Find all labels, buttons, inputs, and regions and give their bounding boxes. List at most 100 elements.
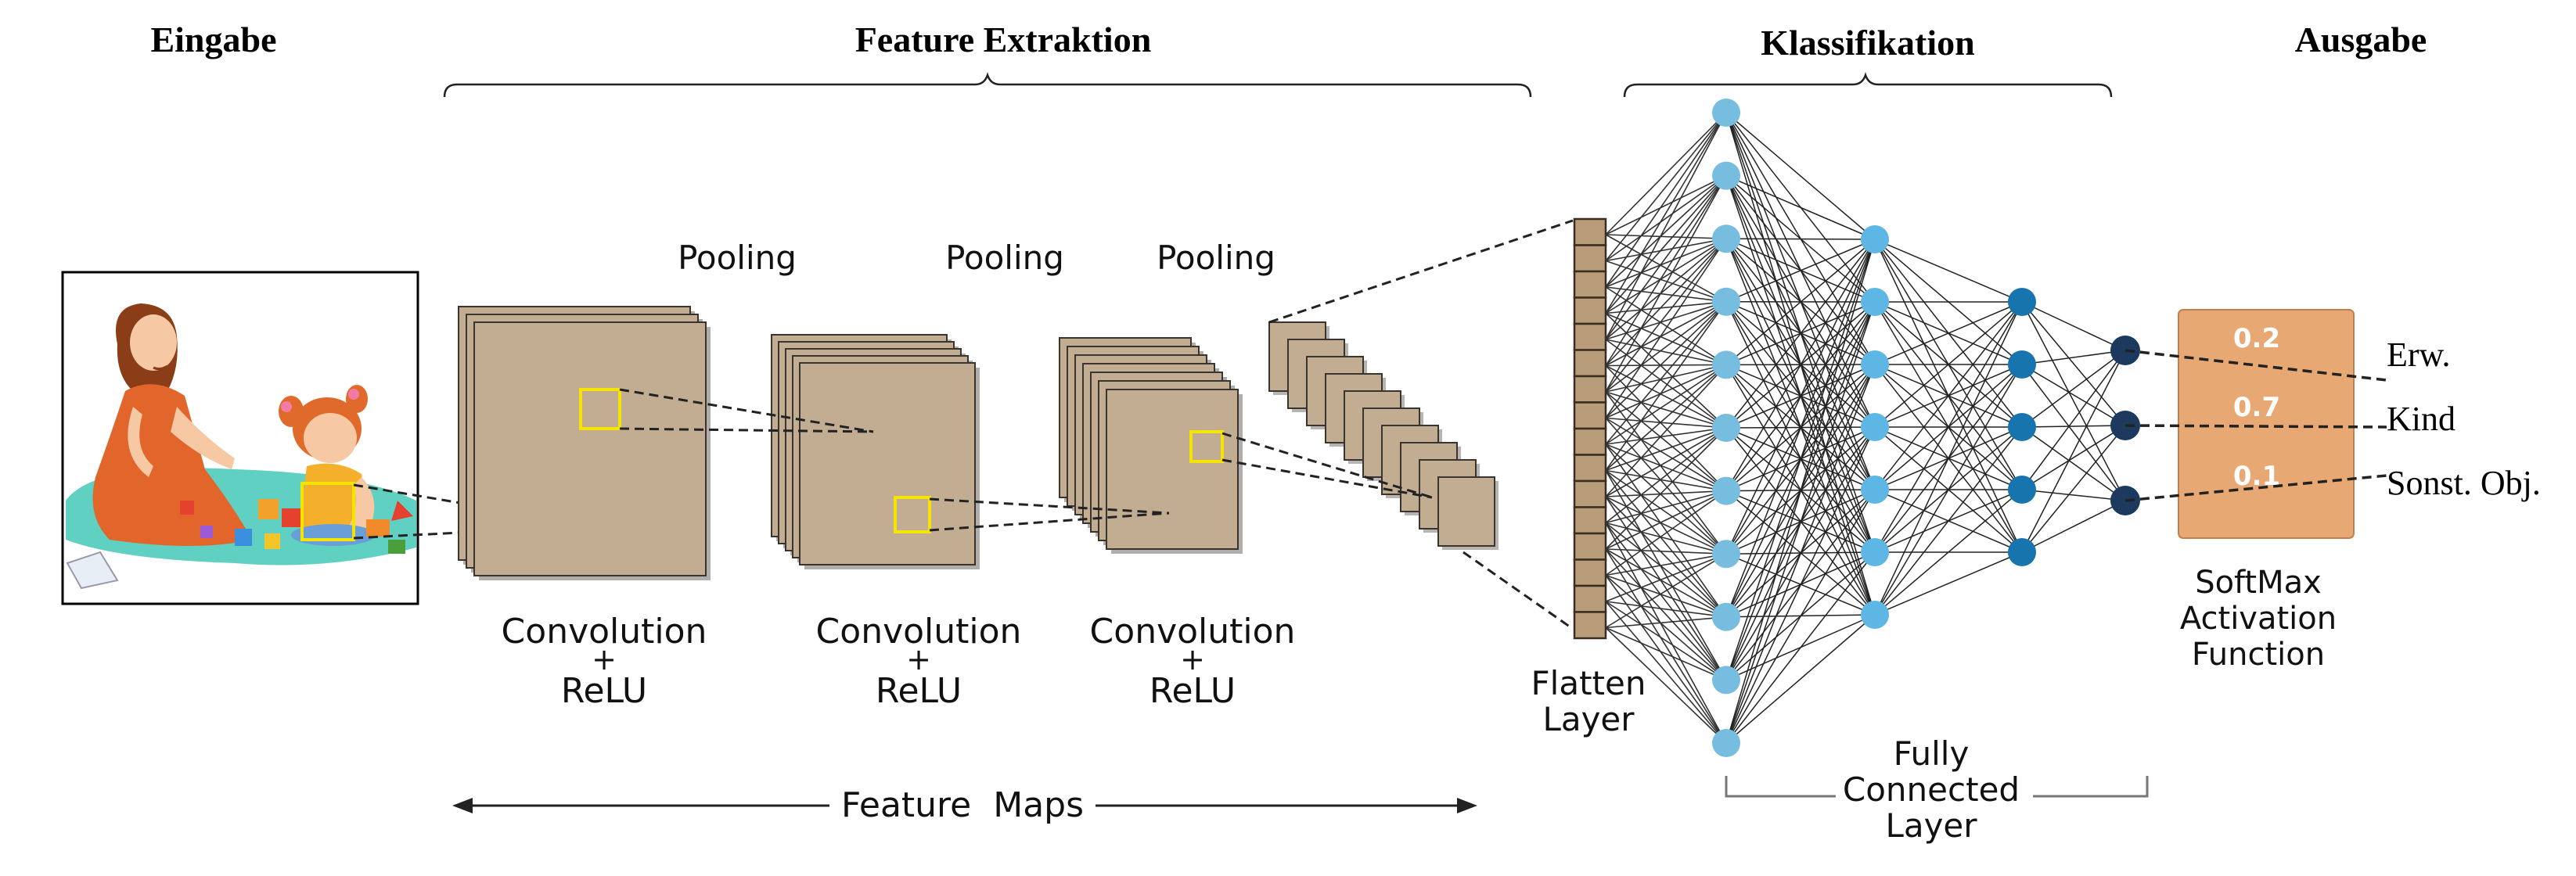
fc-connection bbox=[1605, 391, 1727, 492]
fc-connection bbox=[1605, 601, 1727, 681]
input-neuron bbox=[1712, 99, 1740, 127]
pooling-label-2: Pooling bbox=[945, 239, 1064, 277]
feature-maps-label: Feature Maps bbox=[841, 785, 1084, 825]
feature-map-stack-1 bbox=[458, 306, 711, 580]
flatten-cell bbox=[1573, 322, 1607, 351]
fully-connected-neurons bbox=[1712, 99, 2140, 757]
fc-connection bbox=[1725, 239, 1876, 303]
softmax-value-1: 0.2 bbox=[2233, 323, 2280, 354]
svg-text:Convolution: Convolution bbox=[502, 612, 707, 652]
fc-connection bbox=[1605, 496, 1727, 618]
hidden2-neuron bbox=[2008, 413, 2036, 441]
fc-connection bbox=[1605, 548, 1727, 555]
fc-connection bbox=[1725, 239, 1876, 491]
fc-connection bbox=[1605, 522, 1727, 744]
fc-connection bbox=[1605, 301, 1727, 393]
fc-connection bbox=[1605, 553, 1727, 602]
section-title-output: Ausgabe bbox=[2295, 20, 2427, 59]
fc-connection bbox=[2021, 364, 2126, 501]
fc-connection bbox=[1605, 469, 1727, 618]
fc-connection bbox=[1874, 551, 2023, 616]
svg-text:Layer: Layer bbox=[1885, 806, 1977, 845]
flatten-cell bbox=[1573, 558, 1607, 587]
fc-connection bbox=[2021, 350, 2126, 553]
fc-connection bbox=[1605, 312, 1727, 366]
svg-text:ReLU: ReLU bbox=[1149, 671, 1236, 711]
hidden1-neuron bbox=[1861, 288, 1889, 316]
feature-map bbox=[1437, 476, 1495, 547]
svg-text:Connected: Connected bbox=[1843, 770, 2020, 809]
flatten-cell bbox=[1573, 584, 1607, 613]
fc-connection bbox=[1605, 112, 1727, 262]
conv-label-1: Convolution + ReLU bbox=[502, 612, 707, 711]
stack1-receptive-field bbox=[579, 388, 621, 430]
fc-connection bbox=[1725, 301, 1876, 744]
fc-connection bbox=[2021, 301, 2126, 351]
fc-connection bbox=[1605, 364, 1727, 419]
fc-connection bbox=[1605, 339, 1727, 429]
svg-text:SoftMax: SoftMax bbox=[2195, 565, 2322, 601]
section-title-classification: Klassifikation bbox=[1761, 23, 1975, 63]
fc-connection bbox=[1725, 489, 1876, 744]
svg-text:ReLU: ReLU bbox=[561, 671, 647, 711]
fully-connected-bracket bbox=[1725, 776, 2149, 798]
hidden2-neuron bbox=[2008, 350, 2036, 379]
fc-connection bbox=[1725, 239, 1876, 744]
fc-connection bbox=[1605, 626, 1727, 744]
fc-connection bbox=[1605, 548, 1727, 680]
feature-map bbox=[799, 362, 976, 565]
fc-connection bbox=[1605, 443, 1727, 492]
flatten-cell bbox=[1573, 479, 1607, 508]
svg-text:+: + bbox=[1180, 642, 1205, 677]
output-label-1: Erw. bbox=[2387, 336, 2450, 374]
fc-connection bbox=[1605, 364, 1727, 497]
fc-connection bbox=[1725, 614, 1876, 744]
input-neuron bbox=[1712, 540, 1740, 569]
fc-connection bbox=[1605, 364, 1727, 445]
fc-connection bbox=[1605, 496, 1727, 555]
fc-connection bbox=[1605, 174, 1727, 262]
fc-connection bbox=[1605, 522, 1727, 618]
fc-connection bbox=[2021, 489, 2126, 501]
fc-connection bbox=[1725, 551, 1876, 744]
fc-connection bbox=[1725, 239, 1876, 618]
flatten-cell bbox=[1573, 349, 1607, 378]
fc-connection bbox=[1605, 112, 1727, 235]
fc-connection bbox=[1605, 238, 1727, 288]
fc-connection bbox=[1874, 426, 2023, 616]
fc-connection bbox=[1605, 427, 1727, 472]
classification-brace bbox=[1623, 72, 2113, 98]
svg-text:+: + bbox=[592, 642, 617, 677]
hidden2-neuron bbox=[2008, 288, 2036, 316]
fc-connection bbox=[1725, 112, 1876, 240]
fc-connection bbox=[1605, 260, 1727, 303]
fc-connection bbox=[1605, 616, 1727, 629]
fc-connection bbox=[1605, 427, 1727, 497]
fc-connection bbox=[1605, 175, 1727, 314]
fc-connection bbox=[1605, 601, 1727, 618]
softmax-label: SoftMax Activation Function bbox=[2180, 565, 2337, 673]
flatten-cell bbox=[1573, 244, 1607, 273]
feature-map bbox=[473, 321, 707, 576]
fc-connection bbox=[2021, 301, 2126, 426]
fc-connection bbox=[2021, 301, 2126, 501]
section-title-feature-extraction: Feature Extraktion bbox=[855, 20, 1152, 59]
hidden2-neuron bbox=[2008, 476, 2036, 504]
fc-connection bbox=[1605, 364, 1727, 367]
pooling-label-1: Pooling bbox=[678, 239, 797, 277]
fc-connection bbox=[2021, 500, 2126, 553]
fc-connection bbox=[1874, 301, 2023, 616]
fc-connection bbox=[1605, 548, 1727, 618]
fc-connection bbox=[2021, 350, 2126, 490]
flatten-cell bbox=[1573, 217, 1607, 246]
fc-connection bbox=[2021, 426, 2126, 501]
fc-connection bbox=[1605, 364, 1727, 472]
fc-connection bbox=[1605, 112, 1727, 288]
svg-text:Convolution: Convolution bbox=[1090, 612, 1296, 652]
fc-connection bbox=[1605, 174, 1727, 235]
fc-connection bbox=[1874, 364, 2023, 616]
fc-connection bbox=[1605, 112, 1727, 340]
input-neuron bbox=[1712, 666, 1740, 695]
input-neuron bbox=[1712, 161, 1740, 190]
fc-connection bbox=[1725, 239, 1876, 680]
